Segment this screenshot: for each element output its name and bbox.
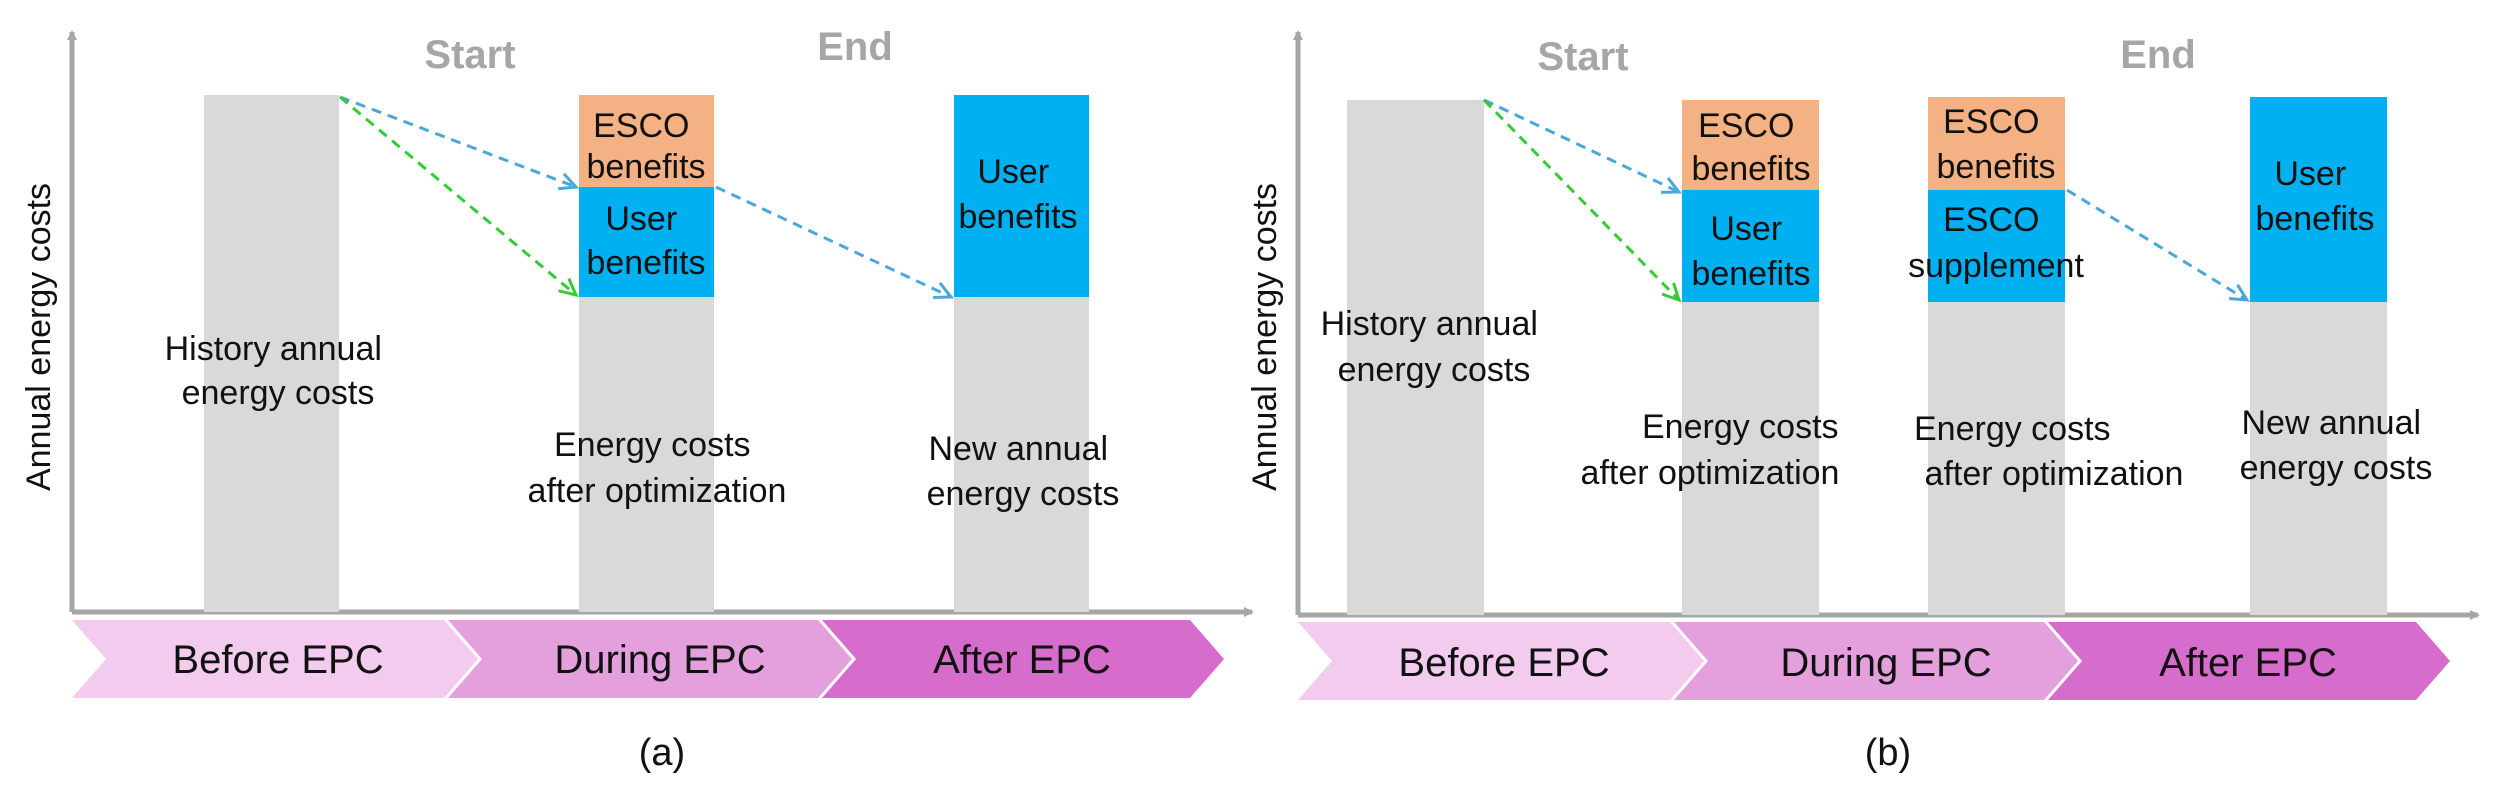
panel-b-bar-after-base <box>2250 302 2387 615</box>
panel-b-bar-during2-supplement <box>1928 190 2065 302</box>
panel-b-esco-supplement-label: ESCO supplement <box>1908 201 2084 285</box>
panel-b: Annual energy costs Start End History an… <box>1246 30 2480 774</box>
panel-a-phase-before-label: Before EPC <box>172 638 383 682</box>
panel-a-user-benefits-label: User benefits <box>586 200 705 282</box>
panel-a-bar-during-esco <box>579 95 714 187</box>
panel-b-arrow-blue-1 <box>1483 98 1683 194</box>
panel-a-phase-after <box>822 620 1224 698</box>
panel-b-bar-during2-base <box>1928 302 2065 615</box>
panel-b-esco-benefits-label: ESCO benefits <box>1691 107 1810 188</box>
panel-b-phase-during <box>1674 622 2078 700</box>
panel-b-costs-after-optimization-label-1: Energy costs after optimization <box>1581 408 1848 492</box>
panel-a-end-label: End <box>817 25 893 69</box>
panel-a-phase-during <box>448 620 852 698</box>
panel-a-arrow-blue-2 <box>715 185 955 299</box>
panel-b-arrow-blue-2 <box>2066 188 2250 302</box>
panel-b-bar-after-user <box>2250 97 2387 302</box>
panel-b-phase-after-label: After EPC <box>2159 641 2337 685</box>
panel-b-phase-before-label: Before EPC <box>1398 641 1609 685</box>
panel-a-bar-history-label: History annual energy costs <box>165 330 392 412</box>
panel-a-bar-during-base <box>579 297 714 612</box>
panel-b-phase-before <box>1298 622 1704 700</box>
panel-a: Annual energy costs Start End History an… <box>20 25 1254 774</box>
panel-a-caption: (a) <box>639 732 685 774</box>
panel-b-start-label: Start <box>1537 35 1628 79</box>
panel-a-costs-after-optimization-label: Energy costs after optimization <box>528 426 787 510</box>
panel-a-phase-before <box>72 620 478 698</box>
panel-a-bar-history <box>204 95 339 612</box>
panel-b-bar-during2-esco <box>1928 97 2065 190</box>
panel-b-phase-during-label: During EPC <box>1780 641 1991 685</box>
panel-a-esco-benefits-label: ESCO benefits <box>586 107 705 186</box>
panel-a-after-user-benefits-label: User benefits <box>958 153 1077 236</box>
panel-b-bar-during1-base <box>1682 302 1819 615</box>
panel-b-arrow-green <box>1482 98 1682 303</box>
panel-b-user-benefits-label: User benefits <box>1691 210 1810 293</box>
panel-b-new-annual-costs-label: New annual energy costs <box>2240 404 2433 487</box>
panel-b-caption: (b) <box>1865 732 1911 774</box>
panel-b-costs-after-optimization-label-2: Energy costs after optimization <box>1914 410 2183 493</box>
panel-a-y-axis-label: Annual energy costs <box>20 183 58 491</box>
panel-b-bar-during1-esco <box>1682 100 1819 190</box>
panel-a-arrow-blue-1 <box>339 95 580 191</box>
panel-a-bar-after-user <box>954 95 1089 297</box>
panel-a-bar-during-user <box>579 187 714 297</box>
panel-b-esco-benefits-label-2: ESCO benefits <box>1936 103 2055 186</box>
panel-b-end-label: End <box>2120 33 2196 77</box>
panel-b-y-axis-label: Annual energy costs <box>1246 183 1284 491</box>
panel-a-phase-during-label: During EPC <box>554 638 765 682</box>
panel-b-after-user-benefits-label: User benefits <box>2255 155 2374 238</box>
panel-a-arrow-green <box>339 95 579 298</box>
panel-b-phase-after <box>2048 622 2450 700</box>
panel-b-bar-history <box>1347 100 1484 615</box>
panel-a-bar-after-base <box>954 297 1089 612</box>
panel-b-bar-history-label: History annual energy costs <box>1321 305 1548 389</box>
panel-a-start-label: Start <box>424 33 515 77</box>
panel-b-bar-during1-user <box>1682 190 1819 302</box>
panel-a-phase-after-label: After EPC <box>933 638 1111 682</box>
panel-a-new-annual-costs-label: New annual energy costs <box>927 430 1120 513</box>
